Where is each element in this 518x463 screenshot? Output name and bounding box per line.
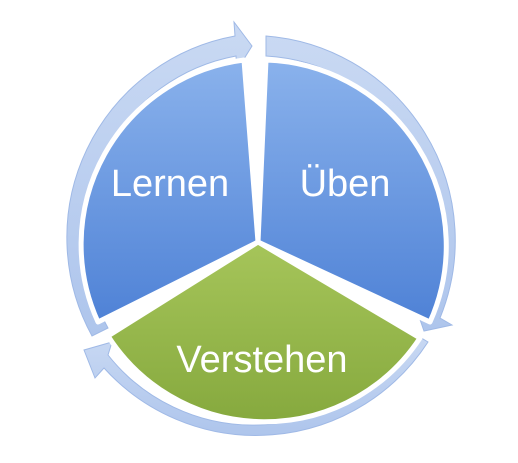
label-verstehen: Verstehen: [176, 339, 347, 381]
segment-ueben: [255, 57, 449, 325]
label-lernen: Lernen: [111, 163, 229, 205]
label-ueben: Üben: [300, 163, 391, 205]
segment-lernen: [78, 57, 261, 325]
segment-verstehen: [105, 239, 423, 425]
cycle-segments: [78, 57, 449, 425]
